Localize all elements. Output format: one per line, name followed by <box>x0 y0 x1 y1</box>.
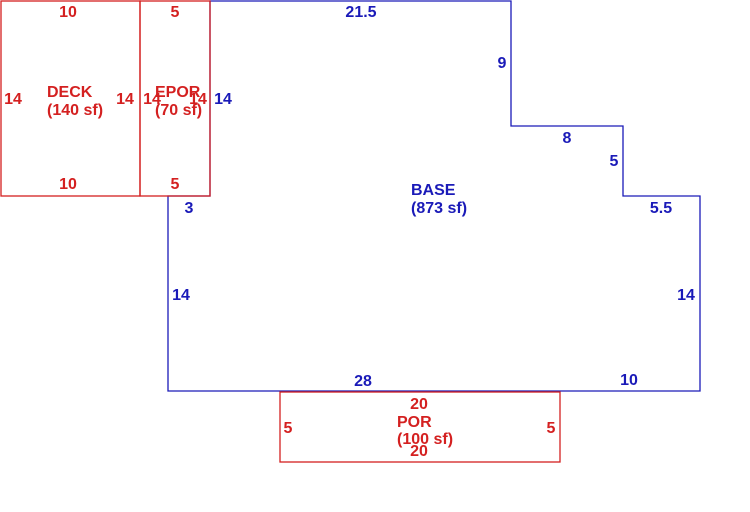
base-dim-bottom-left: 28 <box>354 373 372 390</box>
por-outline <box>279 391 561 463</box>
epor-dim-top: 5 <box>171 4 180 21</box>
base-area: (873 sf) <box>411 200 467 217</box>
base-dim-left-upper: 14 <box>214 91 232 108</box>
por-dim-right: 5 <box>547 420 556 437</box>
por-name: POR <box>397 414 432 431</box>
por-dim-top: 20 <box>410 396 428 413</box>
deck-area: (140 sf) <box>47 102 103 119</box>
base-dim-top: 21.5 <box>345 4 376 21</box>
base-dim-bottom-right: 10 <box>620 372 638 389</box>
deck-name: DECK <box>47 84 93 101</box>
por-area: (100 sf) <box>397 431 453 448</box>
deck-dim-bottom: 10 <box>59 176 77 193</box>
base-dim-right-lower: 14 <box>677 287 695 304</box>
deck-dim-left: 14 <box>4 91 22 108</box>
base-dim-left-notch: 3 <box>185 200 194 217</box>
epor-area: (70 sf) <box>155 102 202 119</box>
base-dim-right-upper: 9 <box>498 55 507 72</box>
por-dim-bottom: 20 <box>410 443 428 460</box>
base-dim-step-vertical: 5 <box>610 153 619 170</box>
deck-dim-top: 10 <box>59 4 77 21</box>
epor-name: EPOR <box>155 84 201 101</box>
base-dim-left-lower: 14 <box>172 287 190 304</box>
base-name: BASE <box>411 182 456 199</box>
epor-dim-bottom: 5 <box>171 176 180 193</box>
epor-outline <box>139 0 211 197</box>
deck-dim-right: 14 <box>116 91 134 108</box>
epor-dim-left: 14 <box>143 91 161 108</box>
base-dim-right-shelf: 5.5 <box>650 200 672 217</box>
epor-dim-right: 14 <box>189 91 207 108</box>
base-dim-step-horizontal: 8 <box>563 130 572 147</box>
por-dim-left: 5 <box>284 420 293 437</box>
